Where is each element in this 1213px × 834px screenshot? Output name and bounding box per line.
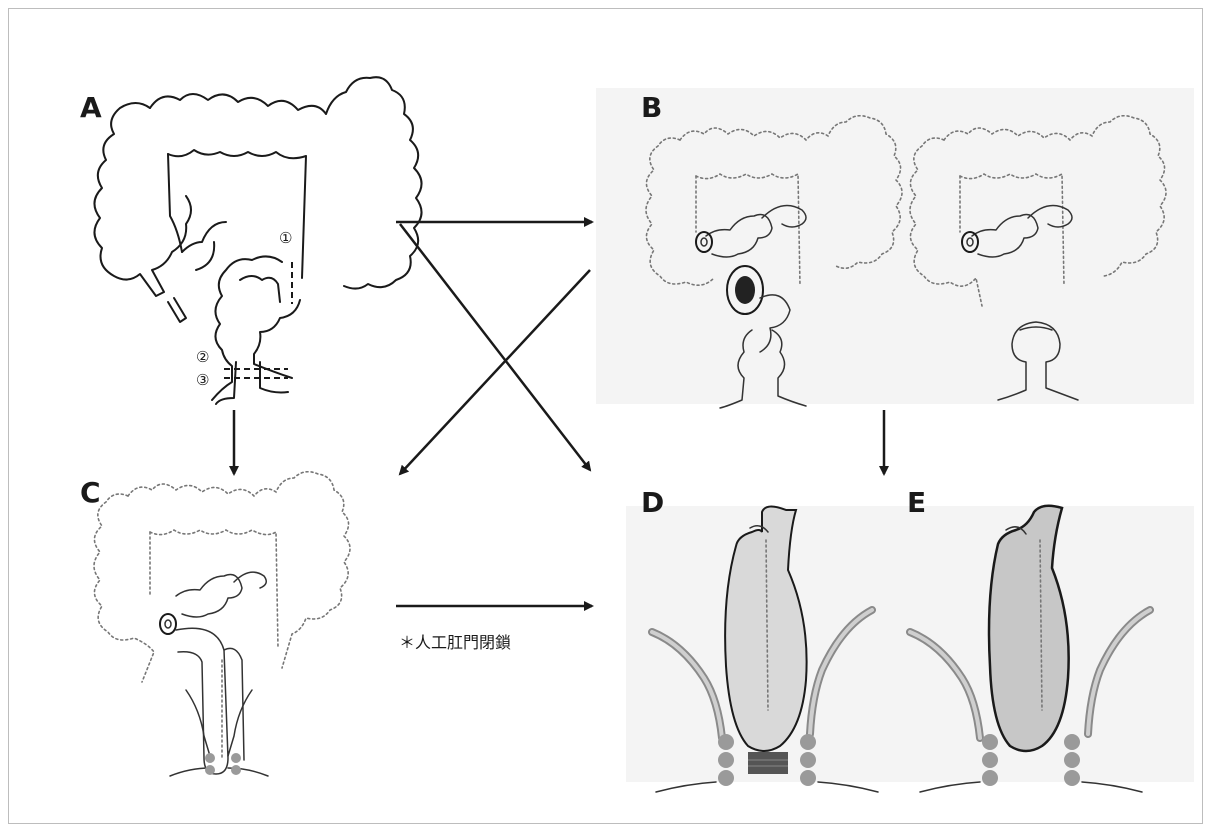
panel-a-label: A xyxy=(80,91,102,124)
marker-3: ③ xyxy=(196,371,209,389)
panel-d-label: D xyxy=(641,486,664,519)
colon-illustration-a xyxy=(94,77,421,404)
colon-illustration-c xyxy=(94,472,350,776)
panel-d: D xyxy=(626,486,896,792)
panel-b: B xyxy=(596,88,1194,408)
stoma-c xyxy=(160,614,176,634)
anal-canal-d xyxy=(748,752,788,774)
panel-e-label: E xyxy=(907,486,926,519)
arrow-a-to-d xyxy=(400,224,590,470)
marker-1: ① xyxy=(279,229,292,247)
panel-c: C xyxy=(80,472,350,776)
panel-e: E xyxy=(896,486,1194,792)
stoma-closure-note: ＊人工肛門閉鎖 xyxy=(399,633,511,652)
marker-2: ② xyxy=(196,348,209,366)
panel-b-label: B xyxy=(641,91,662,124)
arrow-b-to-c xyxy=(400,270,590,474)
panel-c-label: C xyxy=(80,476,101,509)
panel-a: A ① ② ③ xyxy=(80,77,422,404)
panel-b-background xyxy=(596,88,1194,404)
